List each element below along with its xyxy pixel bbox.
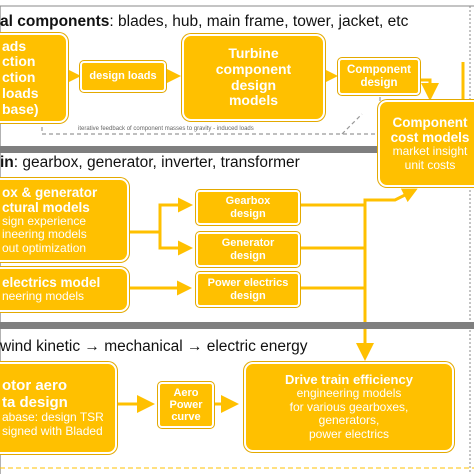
- section-subtitle-energy: wind kinetic → mechanical → electric ene…: [0, 338, 308, 355]
- gearbox-design-line-1: Gearbox: [225, 195, 271, 208]
- turbine-models-line-3: design: [230, 76, 277, 93]
- cost-models-sub-2: unit costs: [404, 157, 456, 172]
- power-design-line-1: Power electrics: [207, 277, 289, 290]
- generator-design-box: Generator design: [196, 232, 300, 267]
- aero-power-curve-box: Aero Power curve: [158, 382, 214, 428]
- gearbox-generator-sub-2: ineering models: [2, 227, 87, 242]
- component-design-line-2: design: [360, 76, 398, 89]
- design-loads-label: design loads: [89, 70, 157, 83]
- aero-curve-line-3: curve: [171, 411, 201, 424]
- cost-models-line-2: cost models: [390, 130, 470, 146]
- design-loads-box: design loads: [80, 61, 166, 92]
- arrow-to-gearbox-design: [128, 197, 193, 234]
- section-header-energy: wind kinetic → mechanical → electric ene…: [0, 338, 308, 356]
- turbine-models-line-2: component: [215, 60, 292, 77]
- gearbox-design-line-2: design: [230, 207, 266, 220]
- loads-database-line-2: ction: [2, 53, 36, 70]
- loads-database-line-1: ads: [2, 37, 27, 54]
- power-model-line-1: electrics model: [2, 275, 101, 291]
- gearbox-generator-line-2: ctural models: [2, 199, 90, 215]
- loads-database-box: ads ction ction loads base): [0, 33, 68, 123]
- arrow-to-generator-design: [158, 232, 193, 256]
- power-model-sub-1: neering models: [2, 289, 85, 304]
- feedback-dashed-diagonal: [341, 113, 363, 135]
- turbine-models-line-4: models: [228, 92, 278, 109]
- rotor-aero-design-box: otor aero ta design abase: design TSR si…: [0, 362, 117, 454]
- generator-design-line-1: Generator: [221, 237, 275, 250]
- aero-curve-line-1: Aero: [173, 386, 199, 399]
- drive-efficiency-sub-4: power electrics: [308, 426, 390, 441]
- gearbox-generator-sub-1: sign experience: [2, 213, 87, 228]
- arrow-component-design-to-cost: [420, 78, 439, 101]
- gearbox-generator-sub-3: out optimization: [2, 240, 87, 255]
- gearbox-generator-line-1: ox & generator: [2, 184, 98, 200]
- rotor-aero-line-2: ta design: [2, 393, 68, 411]
- loads-database-line-4: loads: [2, 84, 39, 101]
- section-header-components: al components: blades, hub, main frame, …: [0, 13, 408, 31]
- section-separator-2: [0, 322, 474, 329]
- generator-design-line-2: design: [230, 249, 266, 262]
- loads-database-line-3: ction: [2, 69, 36, 86]
- section-title-components: al components: [0, 13, 110, 30]
- component-design-line-1: Component: [347, 63, 411, 76]
- drive-train-efficiency-box: Drive train efficiency engineering model…: [244, 362, 454, 452]
- rotor-aero-sub-1: abase: design TSR: [2, 410, 104, 425]
- drive-efficiency-sub-3: generators,: [318, 413, 380, 428]
- component-design-box: Component design: [338, 58, 420, 95]
- cost-models-line-1: Component: [392, 114, 468, 130]
- power-design-line-2: design: [230, 289, 266, 302]
- aero-curve-line-2: Power: [169, 398, 203, 411]
- component-cost-models-box: Component cost models market insight uni…: [378, 100, 474, 187]
- rotor-aero-sub-2: signed with Bladed: [2, 423, 103, 438]
- section-subtitle-drivetrain: : gearbox, generator, inverter, transfor…: [13, 154, 300, 171]
- loads-database-line-5: base): [2, 100, 39, 117]
- turbine-models-line-1: Turbine: [228, 45, 279, 62]
- power-electrics-design-box: Power electrics design: [196, 272, 300, 307]
- arrow-gearbox-to-cost: [300, 188, 418, 207]
- cost-models-sub-1: market insight: [392, 144, 468, 159]
- gearbox-generator-models-box: ox & generator ctural models sign experi…: [0, 178, 129, 262]
- feedback-note: iterative feedback of component masses t…: [78, 126, 254, 132]
- gearbox-design-box: Gearbox design: [196, 190, 300, 225]
- drive-efficiency-title: Drive train efficiency: [285, 371, 413, 387]
- section-subtitle-components: : blades, hub, main frame, tower, jacket…: [109, 13, 409, 30]
- section-header-drivetrain: in: gearbox, generator, inverter, transf…: [0, 154, 300, 172]
- rotor-aero-line-1: otor aero: [2, 376, 68, 394]
- drive-efficiency-sub-2: for various gearboxes,: [289, 399, 409, 414]
- section-title-drivetrain: in: [0, 154, 14, 171]
- section-separator-1: [0, 146, 474, 153]
- power-electrics-model-box: electrics model neering models: [0, 267, 129, 312]
- turbine-component-models-box: Turbine component design models: [182, 34, 325, 121]
- drive-efficiency-sub-1: engineering models: [296, 386, 402, 401]
